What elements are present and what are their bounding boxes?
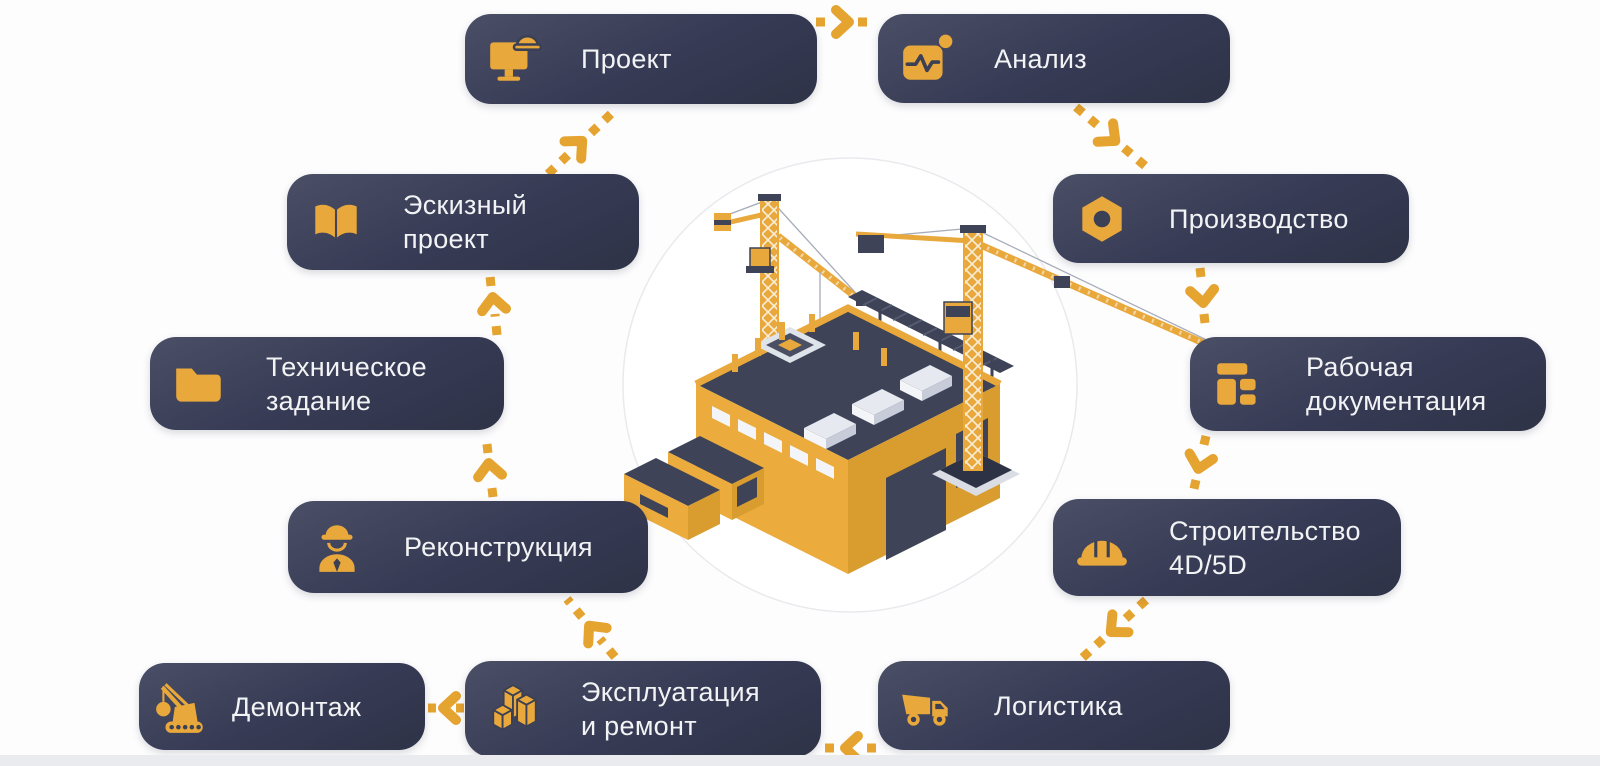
isometric-boxes-icon xyxy=(485,680,543,738)
arrow-tehzadanie-to-eskizny xyxy=(481,264,506,336)
arrow-rabochaya-to-stroitelstvo xyxy=(1187,434,1213,499)
arrow-ekspluataciya-to-rekonstrukciya xyxy=(563,596,619,660)
node-label: Проект xyxy=(581,44,672,74)
node-proekt: Проект xyxy=(465,14,817,104)
pulse-chart-icon xyxy=(898,30,956,88)
monitor-hardhat-icon xyxy=(485,30,543,88)
node-analiz: Анализ xyxy=(878,14,1230,103)
dump-truck-icon xyxy=(898,677,956,735)
right-tower-crane xyxy=(855,225,1248,496)
node-rekonstrukciya: Реконструкция xyxy=(288,501,648,593)
arrow-eskizny-to-proekt xyxy=(544,108,617,178)
arrow-ekspluataciya-to-demontazh xyxy=(428,696,464,720)
node-label: Анализ xyxy=(994,43,1087,74)
arrow-rekonstrukciya-to-tehzadanie xyxy=(477,435,502,498)
hardhat-icon xyxy=(1073,519,1131,577)
node-label: Логистика xyxy=(994,690,1123,721)
cycle-arrows xyxy=(428,10,1215,760)
node-demontazh: Демонтаж xyxy=(139,663,425,750)
construction-worker-icon xyxy=(308,518,366,576)
arrow-proekt-to-analiz xyxy=(816,10,876,34)
arrow-analiz-to-proizvodstvo xyxy=(1073,103,1153,174)
node-proizvodstvo: Производство xyxy=(1053,174,1409,263)
node-label: Реконструкция xyxy=(404,532,593,562)
arrow-logistika-to-ekspluataciya xyxy=(820,736,876,760)
arrow-proizvodstvo-to-rabochaya xyxy=(1190,267,1215,333)
hex-nut-icon xyxy=(1073,190,1131,248)
node-label: Демонтаж xyxy=(232,691,362,722)
open-book-icon xyxy=(307,193,365,251)
node-logistika: Логистика xyxy=(878,661,1230,750)
layout-blocks-icon xyxy=(1210,355,1268,413)
container-buildings xyxy=(624,436,764,540)
arrow-stroitelstvo-to-logistika xyxy=(1076,596,1150,664)
node-label: Производство xyxy=(1169,203,1349,234)
factory-building xyxy=(694,290,1014,574)
footer-band xyxy=(0,755,1600,766)
wrecking-ball-crane-icon xyxy=(152,678,210,736)
folder-icon xyxy=(170,355,228,413)
